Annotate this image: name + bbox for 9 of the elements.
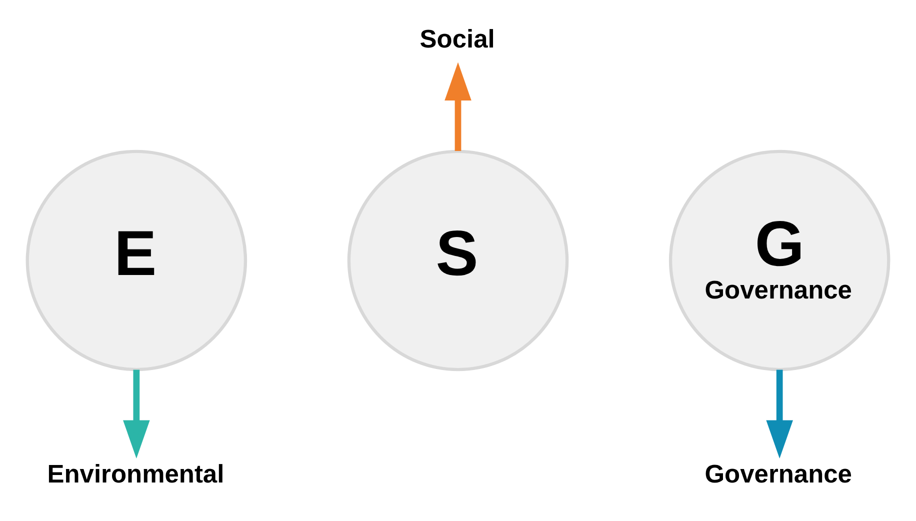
node-text: Governance	[704, 460, 852, 488]
node-circle: E	[26, 150, 248, 372]
arrow	[766, 370, 793, 458]
node-text: Social	[420, 26, 495, 54]
node-text: Environmental	[47, 460, 224, 488]
arrow	[123, 370, 150, 458]
arrow	[444, 62, 472, 152]
node-circle: S	[347, 150, 569, 372]
node-circle: G Governance	[668, 150, 890, 372]
